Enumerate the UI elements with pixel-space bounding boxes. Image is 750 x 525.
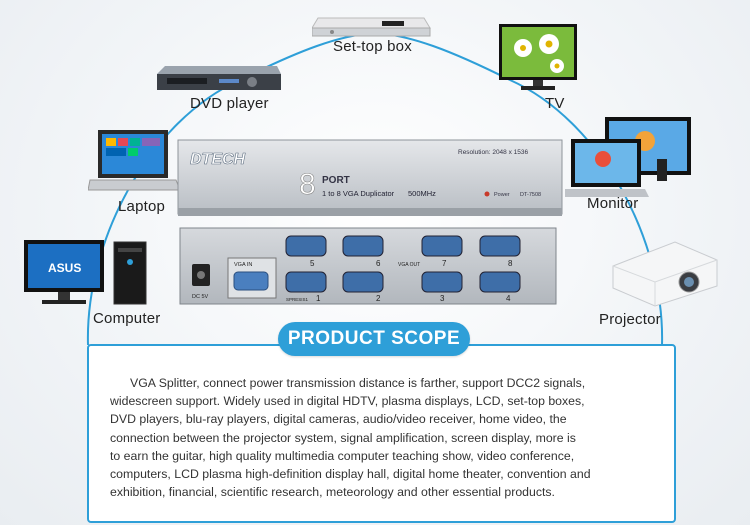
port-label-7: 7: [442, 259, 447, 268]
port-number: 8: [299, 168, 316, 201]
port-label-2: 2: [376, 294, 381, 303]
set-top-box-label: Set-top box: [333, 38, 412, 55]
product-scope-text: VGA Splitter, connect power transmission…: [110, 374, 650, 501]
set-top-box-icon: [311, 10, 432, 43]
port-label-8: 8: [508, 259, 513, 268]
product-scope-title: PRODUCT SCOPE: [278, 322, 470, 356]
vga-splitter-front: DTECH 8 PORT 1 to 8 VGA Duplicator 500MH…: [176, 138, 566, 225]
model-desc: 1 to 8 VGA Duplicator: [322, 189, 395, 198]
computer-label: Computer: [93, 310, 161, 327]
scope-line: VGA Splitter, connect power transmission…: [130, 376, 586, 390]
monitor-label: Monitor: [587, 195, 639, 212]
port-label-4: 4: [506, 294, 511, 303]
model-number: DT-7508: [520, 192, 541, 198]
scope-line: to earn the guitar, high quality multime…: [110, 448, 575, 463]
laptop-label: Laptop: [118, 198, 166, 215]
port-label-6: 6: [376, 259, 381, 268]
vga-in-label: VGA IN: [234, 262, 252, 268]
svg-text:ASUS: ASUS: [48, 261, 81, 275]
tv-icon: [497, 22, 579, 99]
bottom-small-label: SPRESIS1: [286, 297, 309, 302]
monitor-icon: [563, 113, 695, 203]
laptop-icon: [87, 128, 181, 203]
resolution: Resolution: 2048 x 1536: [458, 149, 528, 156]
vga-out-ports: [285, 235, 521, 293]
dc-label: DC 5V: [192, 294, 209, 300]
scope-line: exhibition, financial, scientific resear…: [110, 485, 555, 500]
port-label-5: 5: [310, 259, 315, 268]
computer-icon: ASUS: [22, 238, 152, 313]
scope-line: widescreen support. Widely used in digit…: [110, 394, 585, 409]
scope-line: computers, LCD plasma high-definition di…: [110, 467, 591, 482]
port-label-3: 3: [440, 294, 445, 303]
dvd-player-label: DVD player: [190, 95, 269, 112]
scope-line: connection between the projector system,…: [110, 430, 576, 445]
brand-logo: DTECH: [190, 151, 246, 168]
port-label-1: 1: [316, 294, 321, 303]
projector-icon: [605, 232, 725, 317]
bandwidth: 500MHz: [408, 189, 436, 198]
tv-label: TV: [545, 95, 565, 112]
vga-out-label: VGA OUT: [398, 262, 420, 268]
power-label: Power: [494, 192, 510, 198]
scope-line: DVD players, blu-ray players, digital ca…: [110, 412, 567, 427]
port-word: PORT: [322, 175, 350, 186]
dvd-player-icon: [157, 62, 282, 99]
vga-splitter-back: DC 5V VGA IN 5 6 7 8 VGA OUT SPRESIS1 1 …: [178, 226, 558, 313]
projector-label: Projector: [599, 311, 661, 328]
